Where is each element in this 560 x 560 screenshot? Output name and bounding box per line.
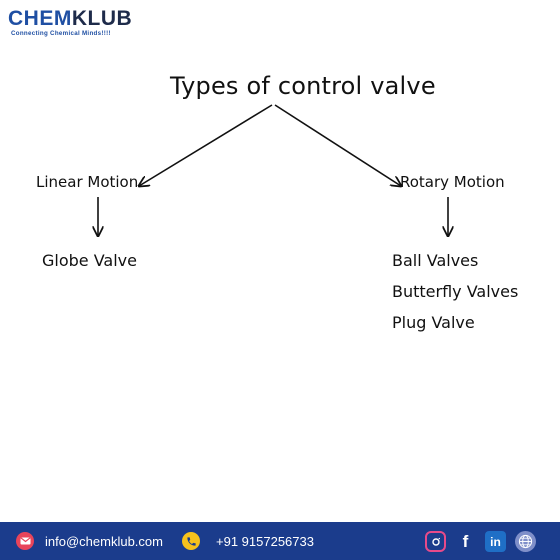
linkedin-icon[interactable]: in — [485, 531, 506, 552]
globe-icon[interactable] — [515, 531, 536, 552]
logo-chem: CHEM — [8, 7, 72, 30]
chemklub-logo: CHEMKLUB Connecting Chemical Minds!!!! — [8, 6, 138, 42]
logo-tagline: Connecting Chemical Minds!!!! — [11, 30, 111, 37]
contact-footer: info@chemklub.com +91 9157256733 f in — [0, 522, 560, 560]
arrow-to-linear-motion — [139, 104, 273, 186]
instagram-icon[interactable] — [425, 531, 446, 552]
phone-icon — [182, 532, 200, 550]
facebook-icon[interactable]: f — [462, 531, 469, 551]
branch-linear-motion: Linear Motion — [36, 173, 139, 191]
mail-icon — [16, 532, 34, 550]
arrow-to-rotary-motion — [274, 104, 401, 186]
leaf-plug-valve: Plug Valve — [392, 313, 475, 332]
footer-phone[interactable]: +91 9157256733 — [182, 522, 314, 560]
leaf-ball-valves: Ball Valves — [392, 251, 479, 270]
footer-email[interactable]: info@chemklub.com — [16, 522, 163, 560]
email-address[interactable]: info@chemklub.com — [45, 533, 163, 549]
phone-number[interactable]: +91 9157256733 — [216, 533, 314, 549]
logo-klub: KLUB — [71, 7, 133, 30]
leaf-butterfly-valves: Butterfly Valves — [392, 282, 519, 301]
leaf-globe-valve: Globe Valve — [42, 251, 137, 270]
logo-wordmark: CHEMKLUB — [8, 6, 132, 32]
branch-rotary-motion: Rotary Motion — [400, 173, 505, 191]
diagram-title: Types of control valve — [170, 72, 436, 100]
